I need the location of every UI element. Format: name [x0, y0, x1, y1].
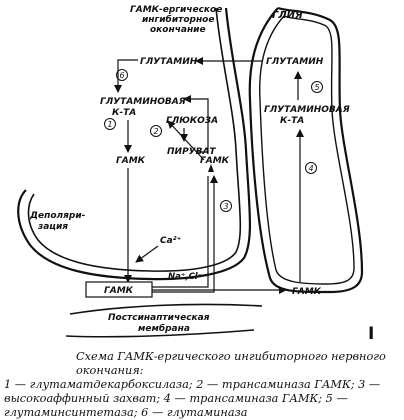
- gaba-label-2: ГАМК: [200, 156, 230, 166]
- depolarization-line-2: зация: [37, 222, 68, 232]
- enzyme-6-circle: [116, 69, 128, 81]
- enzyme-1-number: 1: [108, 120, 113, 129]
- glutamic-acid-left-line-1: ГЛУТАМИНОВАЯ: [100, 97, 186, 107]
- enzyme-2-circle: [150, 125, 162, 137]
- arrow-pyruvate-to-glutamic: [183, 95, 209, 153]
- enzyme-4-circle: [305, 162, 317, 174]
- reuptake-channel-b: [152, 175, 218, 293]
- figure-caption-body: 1 — глутаматдекарбоксилаза; 2 — трансами…: [4, 378, 381, 419]
- enzyme-4-number: 4: [309, 164, 314, 173]
- postsynaptic-line-1: Постсинаптическая: [108, 313, 210, 323]
- enzyme-5-circle: [311, 81, 323, 93]
- terminal-label-line-3: окончание: [150, 25, 206, 35]
- ions-label: Na⁺,Cl⁻: [168, 272, 202, 282]
- figure-mark: I: [368, 324, 375, 344]
- depolarization-line-1: Деполяри-: [29, 211, 86, 221]
- enzyme-3-circle: [220, 200, 232, 212]
- reuptake-arrowhead: [208, 164, 214, 172]
- enzyme-2-number: 2: [154, 127, 159, 136]
- glutamic-acid-right-line-1: ГЛУТАМИНОВАЯ: [264, 105, 350, 115]
- glutamine-left: ГЛУТАМИН: [140, 57, 198, 67]
- enzyme-3-number: 3: [224, 202, 229, 211]
- enzyme-5-number: 5: [315, 83, 320, 92]
- reuptake-channel-a: [152, 176, 209, 288]
- gaba-cleft-label: ГАМК: [104, 286, 134, 296]
- arrow-calcium-influx: [135, 245, 159, 263]
- glia-outline-outer: [248, 6, 364, 294]
- glutamic-acid-left-line-2: К-ТА: [112, 108, 136, 118]
- enzyme-6-number: 6: [120, 71, 125, 80]
- gaba-label-1: ГАМК: [116, 156, 146, 166]
- terminal-label-line-2: ингибиторное: [142, 14, 214, 25]
- postsynaptic-membrane-inner: [65, 329, 255, 338]
- glia-outline-inner: [259, 15, 355, 285]
- glia-label: ГЛИЯ: [272, 10, 303, 21]
- gaba-glia-label: ГАМК: [292, 287, 322, 297]
- glutamic-acid-right-line-2: К-ТА: [280, 116, 304, 126]
- pyruvate-label: ПИРУВАТ: [167, 147, 216, 157]
- terminal-label-line-1: ГАМК-ергическое: [130, 5, 222, 15]
- terminal-outline-outer: [17, 7, 252, 281]
- terminal-outline-inner: [27, 7, 242, 272]
- gaba-synapse-diagram: ГАМК-ергическое ингибиторное окончание Г…: [17, 5, 364, 338]
- glutamine-right: ГЛУТАМИН: [266, 57, 324, 67]
- calcium-label: Ca²⁺: [160, 236, 182, 246]
- enzyme-1-circle: [104, 118, 116, 130]
- arrow-glutamine-to-glutamic: [114, 59, 138, 93]
- glucose-label: ГЛЮКОЗА: [166, 116, 218, 126]
- postsynaptic-line-2: мембрана: [138, 323, 190, 334]
- arrow-gaba-to-glutamic: [167, 120, 205, 161]
- postsynaptic-membrane-outer: [69, 303, 263, 315]
- figure-caption-title: Схема ГАМК-ергического ингибиторного нер…: [76, 350, 386, 377]
